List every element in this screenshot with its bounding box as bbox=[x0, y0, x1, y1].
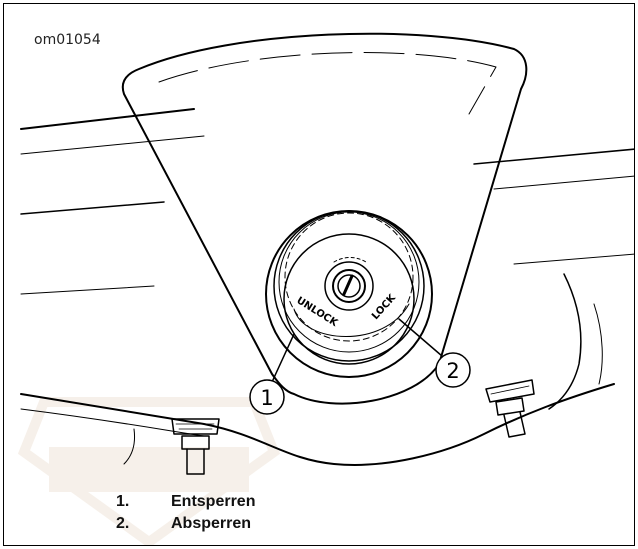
legend-number: 1. bbox=[116, 493, 130, 510]
figure-id: om01054 bbox=[34, 32, 101, 48]
unlock-marking: UNLOCK bbox=[294, 295, 340, 329]
callout-2-number: 2 bbox=[446, 359, 459, 383]
legend: 1. Entsperren 2. Absperren bbox=[116, 491, 255, 535]
legend-number: 2. bbox=[116, 515, 130, 532]
callout-1-number: 1 bbox=[260, 386, 273, 410]
legend-label: Absperren bbox=[171, 515, 252, 532]
brand-watermark bbox=[17, 397, 281, 545]
callout-1: 1 bbox=[249, 379, 285, 415]
ignition-diagram: UNLOCK LOCK 1 2 bbox=[20, 32, 634, 475]
legend-item-unlock: 1. Entsperren bbox=[116, 491, 255, 513]
legend-label: Entsperren bbox=[171, 493, 256, 510]
lock-marking: LOCK bbox=[370, 292, 399, 322]
legend-item-lock: 2. Absperren bbox=[116, 513, 255, 535]
figure-frame: UNLOCK LOCK 1 2 om01054 1. Entsperren 2.… bbox=[3, 3, 635, 546]
callout-2: 2 bbox=[435, 352, 471, 388]
